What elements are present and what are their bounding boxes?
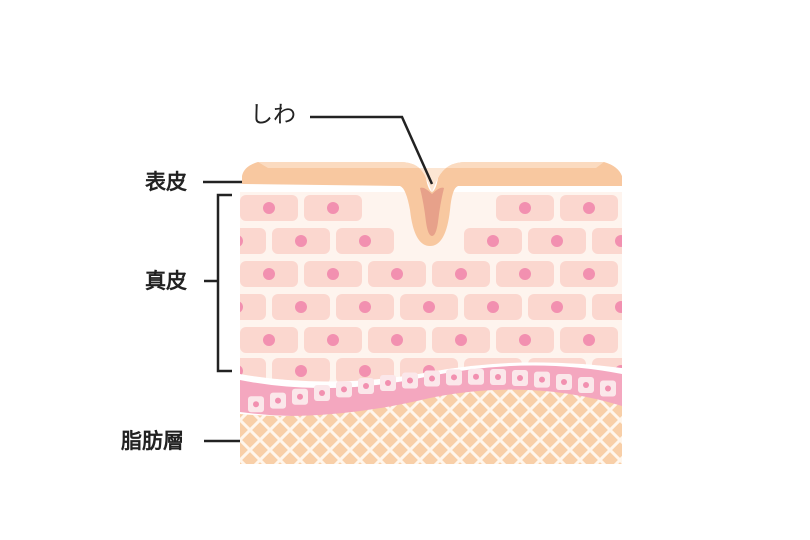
cell-nucleus: [551, 235, 563, 247]
cell-nucleus: [319, 390, 325, 397]
cell-nucleus: [519, 334, 531, 346]
cell-nucleus: [385, 379, 391, 386]
cell-nucleus: [297, 393, 303, 400]
cell-nucleus: [583, 382, 589, 389]
fat-layer-label: 脂肪層: [121, 429, 184, 453]
basal-cells: [248, 368, 616, 413]
dermis-label: 真皮: [145, 269, 187, 293]
cell-nucleus: [583, 202, 595, 214]
cell-nucleus: [295, 235, 307, 247]
cell-nucleus: [429, 375, 435, 382]
cell-nucleus: [327, 268, 339, 280]
cell-nucleus: [519, 202, 531, 214]
cell-nucleus: [263, 202, 275, 214]
epidermis-layer: [242, 162, 622, 246]
dermis-bracket: [204, 193, 232, 373]
leader-lines: [203, 115, 434, 443]
dermis-cell: [240, 294, 266, 320]
cell-nucleus: [240, 365, 243, 377]
cell-nucleus: [495, 373, 501, 380]
dermis-cells: [240, 195, 622, 382]
cell-nucleus: [561, 379, 567, 386]
cell-nucleus: [615, 301, 622, 313]
cell-nucleus: [519, 268, 531, 280]
cell-nucleus: [539, 376, 545, 383]
cell-nucleus: [327, 334, 339, 346]
cell-nucleus: [615, 235, 622, 247]
cell-nucleus: [253, 401, 259, 408]
cell-nucleus: [275, 397, 281, 404]
cell-nucleus: [327, 202, 339, 214]
cell-nucleus: [359, 365, 371, 377]
cell-nucleus: [423, 301, 435, 313]
cell-nucleus: [240, 301, 243, 313]
wrinkle-leader-line: [310, 115, 434, 185]
cell-nucleus: [240, 235, 243, 247]
cell-nucleus: [391, 334, 403, 346]
cell-nucleus: [455, 268, 467, 280]
epidermis-label: 表皮: [145, 170, 187, 194]
dermis-cell: [240, 358, 266, 382]
cell-nucleus: [391, 268, 403, 280]
cell-nucleus: [517, 374, 523, 381]
cell-nucleus: [451, 374, 457, 381]
basal-band: [240, 365, 622, 417]
cell-nucleus: [295, 301, 307, 313]
cell-nucleus: [359, 301, 371, 313]
cell-nucleus: [263, 268, 275, 280]
cell-nucleus: [363, 382, 369, 389]
cell-nucleus: [551, 301, 563, 313]
dermis-cell: [240, 228, 266, 254]
cell-nucleus: [263, 334, 275, 346]
cell-nucleus: [583, 268, 595, 280]
cell-nucleus: [487, 235, 499, 247]
cell-nucleus: [407, 377, 413, 384]
dermis-layer: [240, 192, 622, 382]
cell-nucleus: [359, 235, 371, 247]
cell-nucleus: [473, 373, 479, 380]
cell-nucleus: [455, 334, 467, 346]
cell-nucleus: [605, 385, 611, 392]
cell-nucleus: [341, 386, 347, 393]
wrinkle-label: しわ: [250, 102, 296, 128]
epidermis-top-highlight: [258, 162, 604, 192]
cell-nucleus: [583, 334, 595, 346]
wrinkle-groove: [420, 187, 444, 236]
cell-nucleus: [487, 301, 499, 313]
cell-nucleus: [295, 365, 307, 377]
